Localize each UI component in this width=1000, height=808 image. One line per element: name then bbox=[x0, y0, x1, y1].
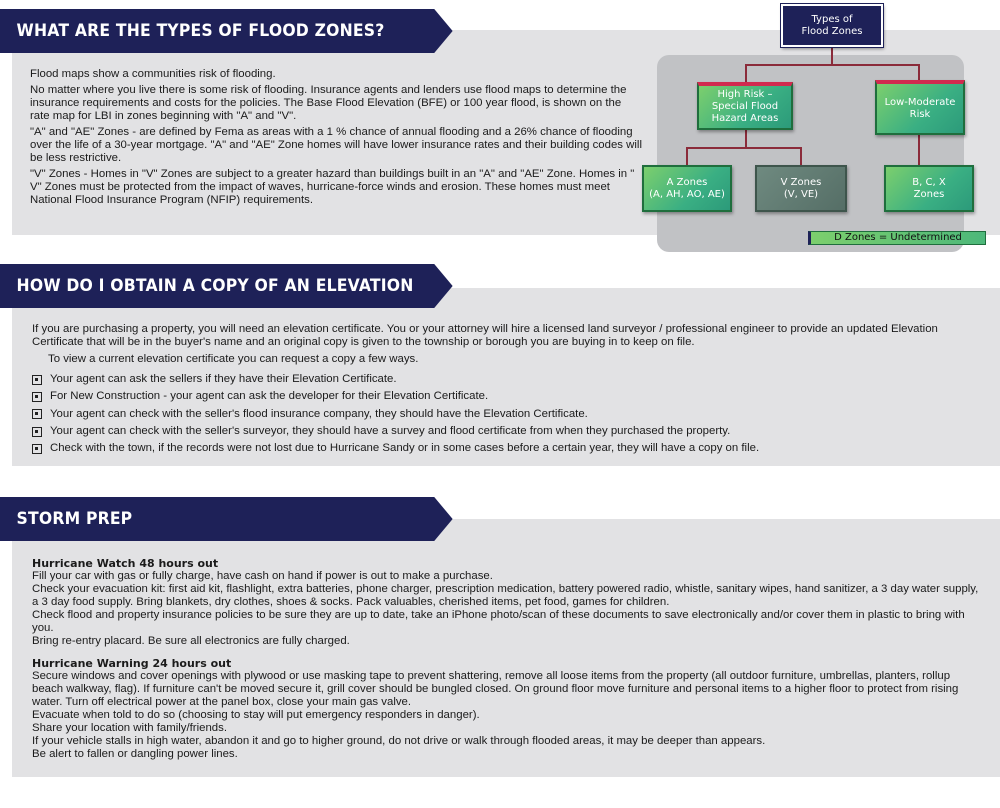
paragraph: "V" Zones - Homes in "V" Zones are subje… bbox=[30, 168, 635, 206]
chart-node-d-zones: D Zones = Undetermined bbox=[808, 231, 986, 245]
connector-line bbox=[745, 130, 747, 148]
paragraph: Be alert to fallen or dangling power lin… bbox=[32, 748, 238, 760]
paragraph: Share your location with family/friends. bbox=[32, 722, 227, 734]
paragraph: To view a current elevation certificate … bbox=[48, 353, 419, 365]
connector-line bbox=[918, 64, 920, 80]
list-item-text: Check with the town, if the records were… bbox=[50, 442, 760, 455]
storm-prep-text: Hurricane Watch 48 hours out Fill your c… bbox=[32, 557, 982, 761]
paragraph: Fill your car with gas or fully charge, … bbox=[32, 570, 493, 582]
checkbox-bullet-icon bbox=[32, 426, 42, 437]
paragraph: If your vehicle stalls in high water, ab… bbox=[32, 735, 766, 747]
section-title-flood-zones: WHAT ARE THE TYPES OF FLOOD ZONES? bbox=[0, 9, 453, 53]
list-item: Check with the town, if the records were… bbox=[32, 440, 982, 457]
list-item: Your agent can ask the sellers if they h… bbox=[32, 371, 982, 388]
storm-prep-panel bbox=[12, 519, 1000, 777]
node-label: (V, VE) bbox=[783, 188, 819, 200]
connector-line bbox=[918, 135, 920, 165]
elevation-certificate-panel bbox=[12, 288, 1000, 466]
paragraph: Check flood and property insurance polic… bbox=[32, 609, 965, 634]
section-title-storm-prep: STORM PREP bbox=[0, 497, 453, 541]
hurricane-watch-heading: Hurricane Watch 48 hours out bbox=[32, 557, 219, 570]
paragraph: Secure windows and cover openings with p… bbox=[32, 670, 959, 708]
node-label: High Risk – bbox=[717, 89, 773, 100]
list-item: Your agent can check with the seller's f… bbox=[32, 406, 982, 423]
section-title-elevation-certificate: HOW DO I OBTAIN A COPY OF AN ELEVATION C… bbox=[0, 264, 453, 308]
paragraph: "A" and "AE" Zones - are defined by Fema… bbox=[30, 126, 642, 164]
node-label: (A, AH, AO, AE) bbox=[649, 188, 725, 200]
paragraph: If you are purchasing a property, you wi… bbox=[32, 323, 938, 348]
paragraph: Bring re-entry placard. Be sure all elec… bbox=[32, 635, 350, 647]
connector-line bbox=[686, 147, 688, 165]
hurricane-warning-heading: Hurricane Warning 24 hours out bbox=[32, 657, 232, 670]
node-label: Types of bbox=[811, 13, 853, 25]
node-label: B, C, X bbox=[912, 176, 946, 188]
connector-line bbox=[745, 64, 920, 66]
node-label: Risk bbox=[909, 108, 931, 120]
connector-line bbox=[831, 47, 833, 65]
paragraph: Check your evacuation kit: first aid kit… bbox=[32, 583, 979, 608]
paragraph: No matter where you live there is some r… bbox=[30, 84, 627, 122]
connector-line bbox=[745, 64, 747, 82]
checkbox-bullet-icon bbox=[32, 374, 42, 385]
node-label: Special Flood bbox=[711, 101, 779, 112]
checkbox-bullet-icon bbox=[32, 443, 42, 454]
paragraph: Flood maps show a communities risk of fl… bbox=[30, 68, 276, 80]
node-label: Zones bbox=[913, 188, 945, 200]
checkbox-bullet-icon bbox=[32, 391, 42, 402]
list-item: Your agent can check with the seller's s… bbox=[32, 423, 982, 440]
node-label: Low-Moderate bbox=[884, 96, 956, 108]
list-item-text: Your agent can check with the seller's f… bbox=[50, 407, 588, 420]
list-item-text: Your agent can ask the sellers if they h… bbox=[50, 373, 397, 386]
chart-node-a-zones: A Zones(A, AH, AO, AE) bbox=[642, 165, 732, 212]
node-label: Flood Zones bbox=[801, 25, 863, 37]
paragraph: Evacuate when told to do so (choosing to… bbox=[32, 709, 480, 721]
connector-line bbox=[800, 147, 802, 165]
node-label: V Zones bbox=[780, 176, 822, 188]
node-label: A Zones bbox=[666, 176, 708, 188]
connector-line bbox=[686, 147, 802, 149]
list-item-text: Your agent can check with the seller's s… bbox=[50, 425, 731, 438]
node-label: Hazard Areas bbox=[711, 113, 779, 124]
elevation-certificate-text: If you are purchasing a property, you wi… bbox=[32, 323, 982, 457]
checkbox-bullet-icon bbox=[32, 409, 42, 420]
list-item-text: For New Construction - your agent can as… bbox=[50, 390, 489, 403]
flood-zones-text: Flood maps show a communities risk of fl… bbox=[30, 68, 642, 210]
list-item: For New Construction - your agent can as… bbox=[32, 388, 982, 405]
chart-node-v-zones: V Zones(V, VE) bbox=[755, 165, 847, 212]
